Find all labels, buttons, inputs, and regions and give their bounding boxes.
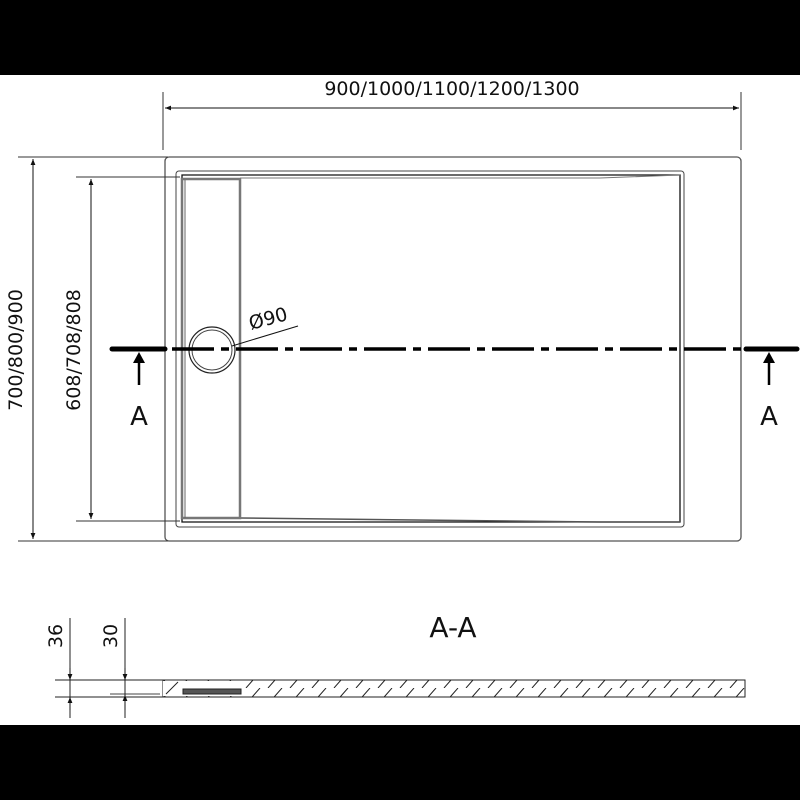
section-line-a-a: A A [109, 346, 800, 432]
width-dimension: 900/1000/1100/1200/1300 [162, 78, 742, 150]
section-marker-left: A [130, 402, 148, 432]
section-view: A-A 36 30 [45, 611, 746, 718]
inner-height-dimension: 608/708/808 [63, 176, 180, 522]
outer-height-dimension: 700/800/900 [5, 156, 168, 542]
drawing-sheet [0, 75, 800, 725]
width-dimension-label: 900/1000/1100/1200/1300 [324, 78, 579, 100]
inner-height-label: 608/708/808 [63, 289, 85, 411]
outer-height-label: 700/800/900 [5, 289, 27, 411]
section-marker-right: A [760, 402, 778, 432]
section-title: A-A [429, 611, 476, 644]
total-height-label: 36 [45, 624, 67, 648]
inner-height-section-label: 30 [100, 624, 122, 648]
